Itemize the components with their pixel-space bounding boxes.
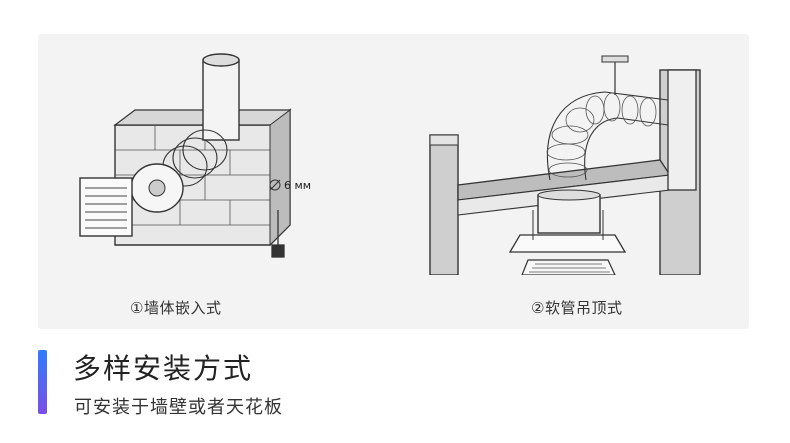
section-subtitle: 可安装于墙壁或者天花板	[74, 397, 283, 418]
section-title: 多样安装方式	[73, 352, 254, 385]
caption-wall-embedded: ①墙体嵌入式	[130, 299, 222, 317]
ceiling-duct-illustration	[429, 55, 701, 275]
caption-ceiling-duct: ②软管吊顶式	[531, 299, 623, 317]
dimension-label: 6 мм	[284, 179, 311, 192]
accent-bar	[38, 350, 47, 414]
wall-embedded-illustration: 6 мм	[79, 53, 311, 258]
